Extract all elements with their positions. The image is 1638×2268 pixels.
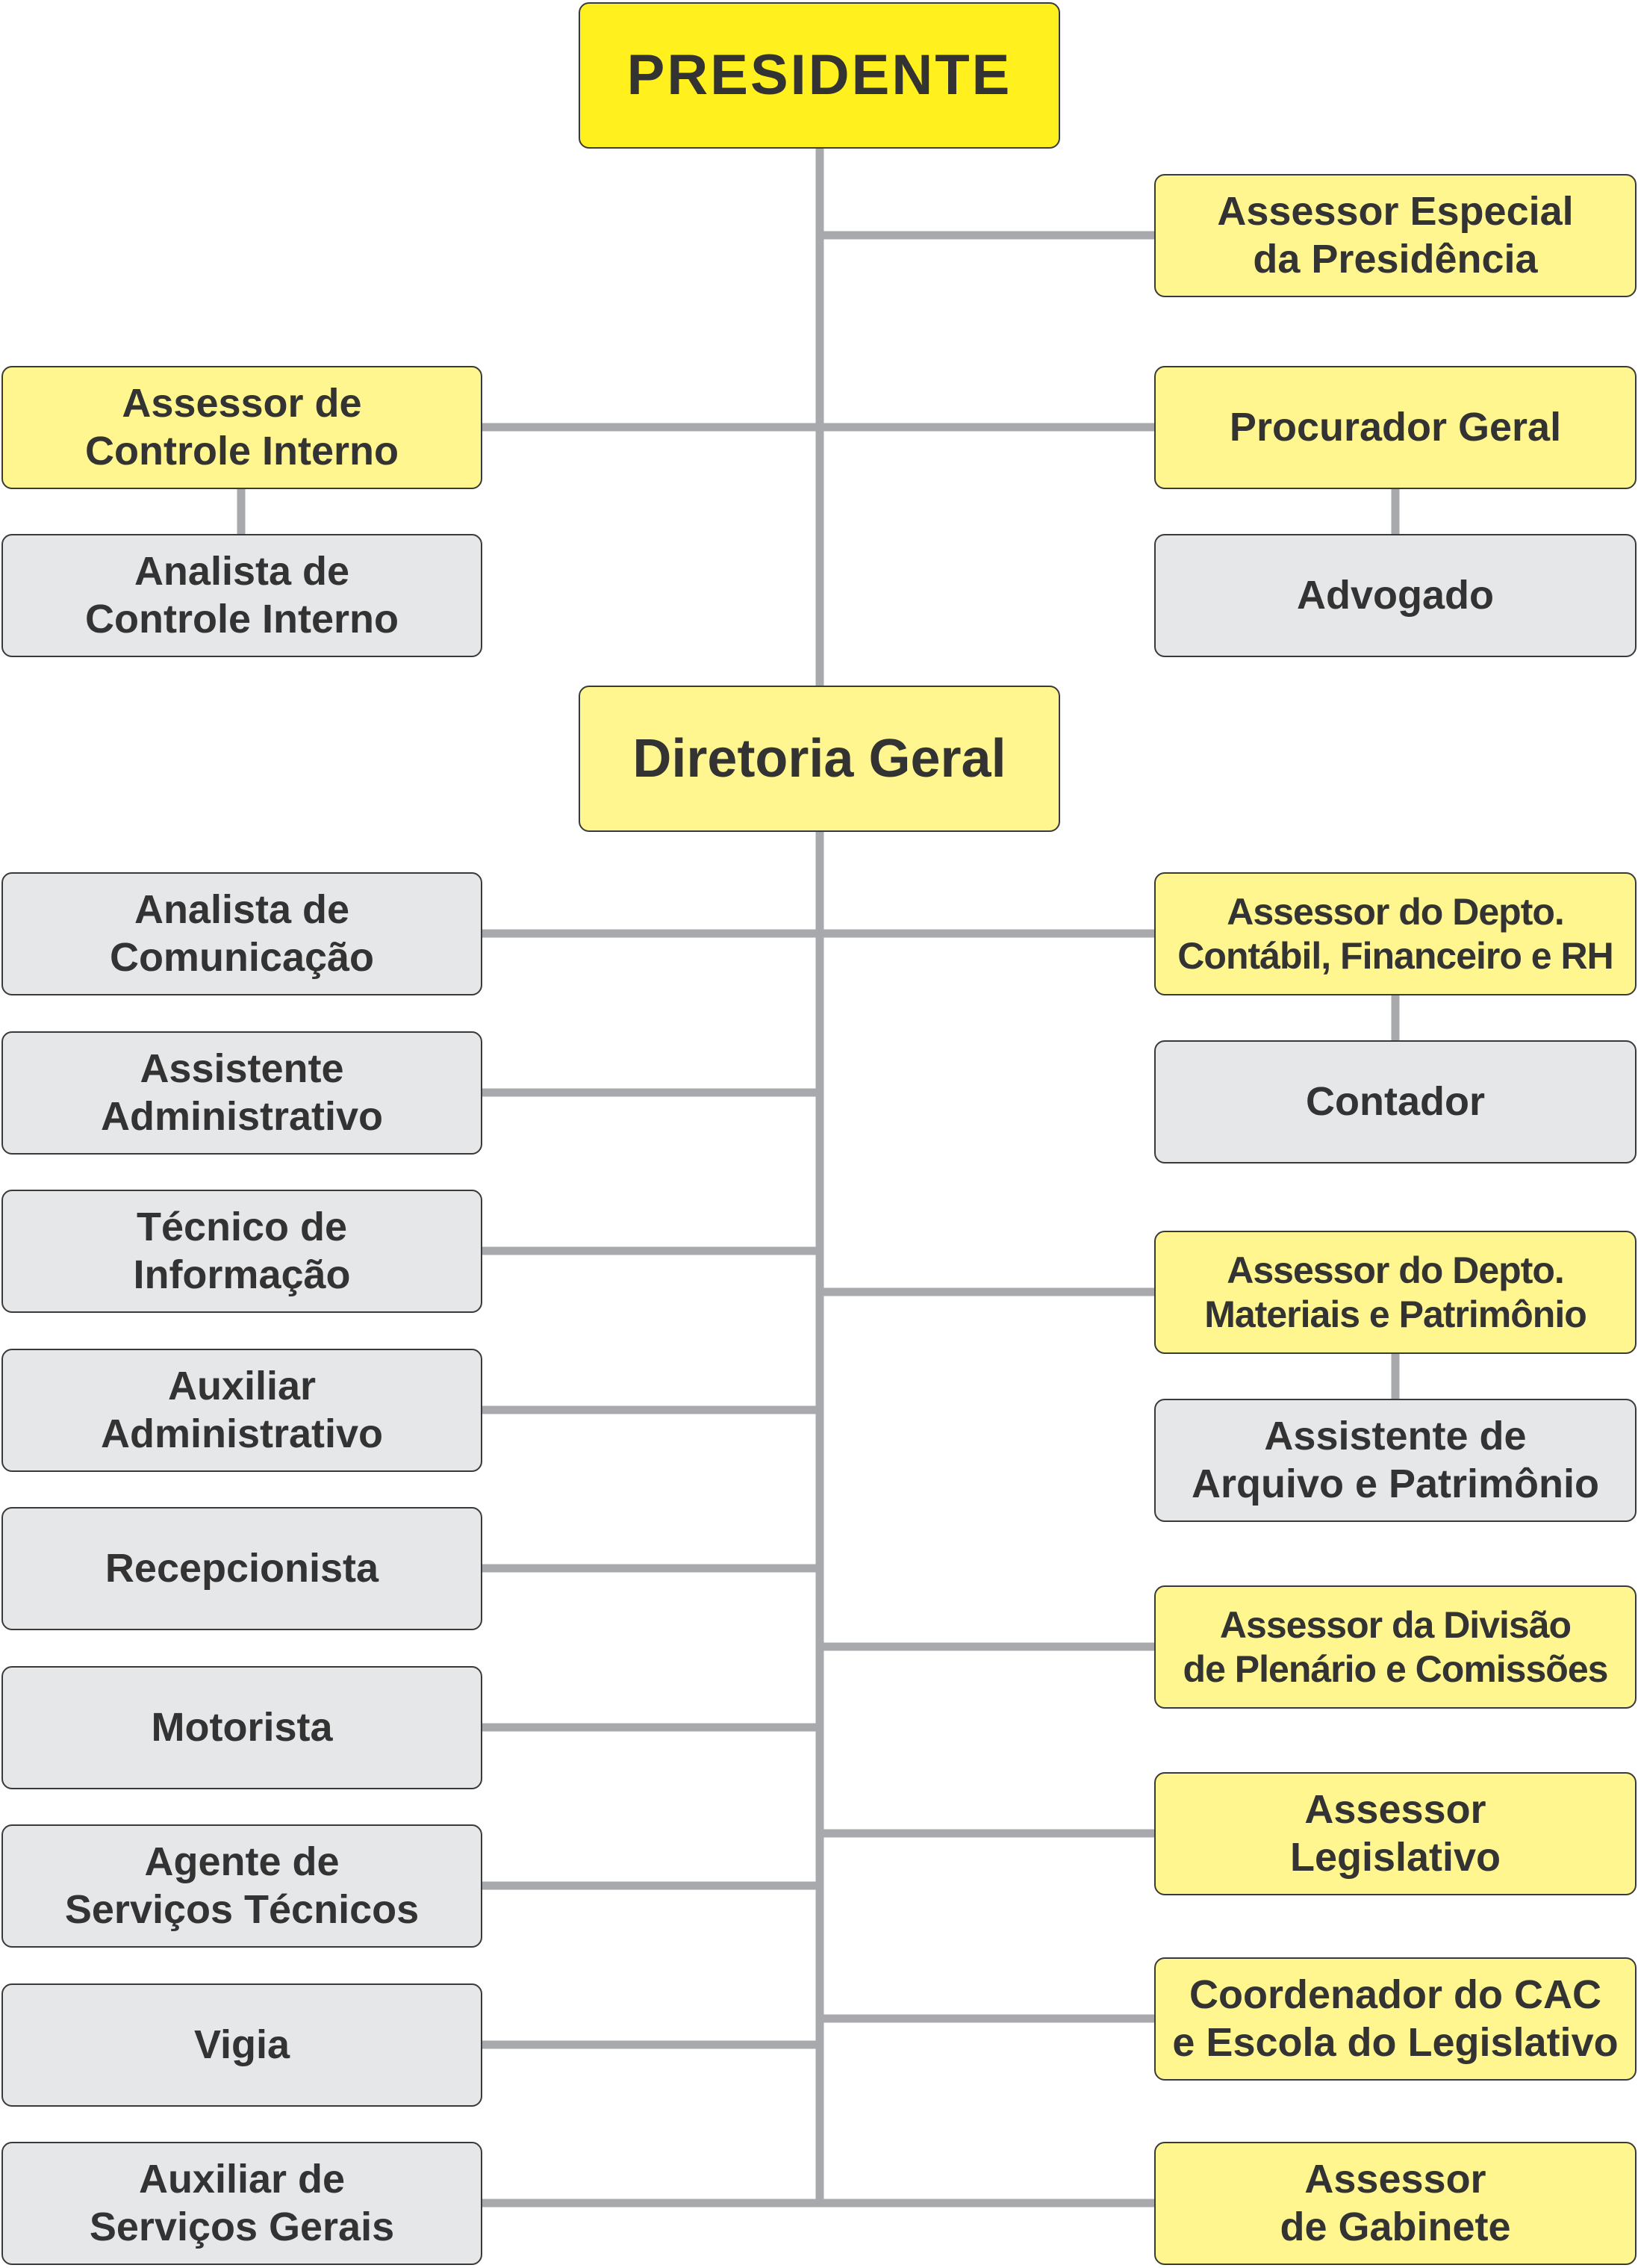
- box-archive-assistant: Assistente de Arquivo e Patrimônio: [1154, 1399, 1637, 1522]
- box-motorista: Motorista: [1, 1666, 482, 1789]
- box-cabinet-advisor: Assessor de Gabinete: [1154, 2142, 1637, 2265]
- box-auxiliar-servicos-gerais: Auxiliar de Serviços Gerais: [1, 2142, 482, 2265]
- box-legislative-advisor: Assessor Legislativo: [1154, 1772, 1637, 1895]
- box-accountant: Contador: [1154, 1040, 1637, 1163]
- box-accounting-advisor: Assessor do Depto. Contábil, Financeiro …: [1154, 872, 1637, 995]
- box-materials-advisor: Assessor do Depto. Materiais e Patrimôni…: [1154, 1231, 1637, 1354]
- box-special-advisor: Assessor Especial da Presidência: [1154, 174, 1637, 297]
- box-attorney-general: Procurador Geral: [1154, 366, 1637, 489]
- box-agente-servicos-tecnicos: Agente de Serviços Técnicos: [1, 1824, 482, 1948]
- box-president: PRESIDENTE: [579, 2, 1060, 149]
- box-recepcionista: Recepcionista: [1, 1507, 482, 1630]
- box-analista-comunicacao: Analista de Comunicação: [1, 872, 482, 995]
- box-vigia: Vigia: [1, 1983, 482, 2107]
- box-plenary-advisor: Assessor da Divisão de Plenário e Comiss…: [1154, 1585, 1637, 1709]
- box-tecnico-informacao: Técnico de Informação: [1, 1190, 482, 1313]
- box-auxiliar-administrativo: Auxiliar Administrativo: [1, 1349, 482, 1472]
- box-general-directorate: Diretoria Geral: [579, 686, 1060, 832]
- box-lawyer: Advogado: [1154, 534, 1637, 657]
- box-internal-control-advisor: Assessor de Controle Interno: [1, 366, 482, 489]
- box-cac-coordinator: Coordenador do CAC e Escola do Legislati…: [1154, 1957, 1637, 2081]
- box-internal-control-analyst: Analista de Controle Interno: [1, 534, 482, 657]
- box-assistente-administrativo: Assistente Administrativo: [1, 1031, 482, 1155]
